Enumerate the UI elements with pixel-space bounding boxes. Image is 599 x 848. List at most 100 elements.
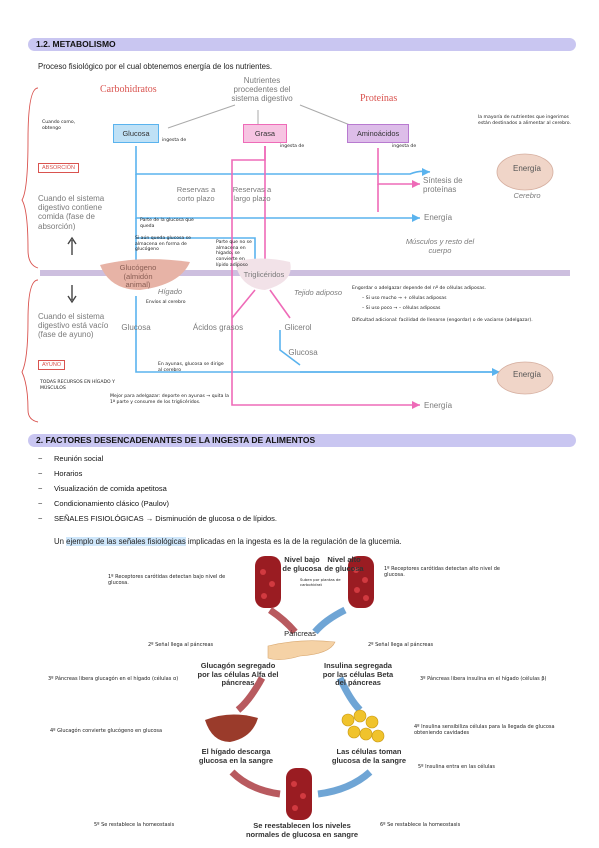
list-item: ~Reunión social [38,454,104,463]
down-arrow [67,285,77,304]
note-todas-recursos: TODAS RECURSOS EN HÍGADO Y MÚSCULOS [40,380,115,391]
brain-illustration-bottom [496,361,554,395]
celulas-toman-label: Las células toman glucosa de la sangre [331,747,407,765]
arrow-low-to-pancreas [268,607,298,635]
glucose-to-energy-line [135,146,431,175]
aminoacidos-box: Aminoácidos [347,124,409,143]
blood-vessel-left [255,556,281,608]
glucose-to-glycogen-line [135,218,256,262]
note-si-uso-poco: – Si uso poco → – células adiposas [362,306,441,311]
note-parte-glucosa: Parte de la glucosa que queda [140,218,194,229]
note-n5-left: 5º Se restablece la homeostasis [94,822,175,828]
list-item: ~SEÑALES FISIOLÓGICAS → Disminución de g… [38,514,278,523]
glucagon-label: Glucagón segregado por las células Alfa … [197,661,279,688]
example-sentence: Un ejemplo de las señales fisiológicas i… [54,537,402,546]
restablecen-label: Se reestablecen los niveles normales de … [245,821,359,839]
energia-top-label: Energía [512,164,542,173]
arrow-glucagon-to-liver [235,676,266,713]
list-item: ~Condicionamiento clásico (Paulov) [38,499,170,508]
energia-brain-bottom: Energía [512,370,542,379]
metabolism-diagram [21,87,570,423]
absorcion-bracket [21,87,39,269]
brain-illustration-top [496,153,554,191]
liver-illustration [100,259,190,290]
energia-mid-label: Energía [424,213,453,222]
note-n2-right: 2º Señal llega al páncreas [368,642,434,648]
note-ayunas: En ayunas, glucosa se dirige al cerebro [158,362,224,373]
cells-illustration [341,709,385,743]
proteinas-label: Proteínas [360,93,398,104]
section-header-metabolismo: 1.2. METABOLISMO [28,38,576,51]
arrow-cells-to-blood [317,769,373,798]
tejido-label: Tejido adiposo [293,288,343,297]
intro-text: Proceso fisiológico por el cual obtenemo… [38,62,273,71]
glucosa-glicerol-label: Glucosa [288,348,318,357]
note-parte-que-no: Parte que no se almacena en hígado, se c… [216,240,252,268]
aminoacid-line [377,148,420,185]
energia-bottom-label: Energía [424,401,453,410]
sintesis-label: Síntesis de proteínas [423,176,463,195]
note-ingesta-1: ingesta de [162,138,187,143]
note-si-aun-queda: Si aún queda glucosa se almacena en form… [135,236,191,253]
acidos-label: Ácidos grasos [192,323,244,332]
nivel-bajo-label: Nivel bajo de glucosa [282,555,322,573]
glucosa-fasting-label: Glucosa [121,323,151,332]
note-dependiendo: Engordar o adelgazar depende del nº de c… [352,286,486,291]
cerebro-label: Cerebro [513,191,541,200]
note-ingesta-2: ingesta de [280,144,305,149]
liver-illustration-2 [205,714,258,742]
nutrients-arrow [167,104,356,129]
note-n2-left: 2º Señal llega al páncreas [148,642,214,648]
ayuno-description: Cuando el sistema digestivo está vacío (… [38,312,109,340]
section-header-factores: 2. FACTORES DESENCADENANTES DE LA INGEST… [28,434,576,447]
nivel-alto-label: Nivel alto de glucosa [324,555,364,573]
reservas-corto-label: Reservas a corto plazo [176,185,216,203]
list-item: ~Visualización de comida apetitosa [38,484,167,493]
glucogeno-label: Glucógeno (almidón animal) [119,263,157,290]
note-ingesta-3: ingesta de [392,144,417,149]
glycerol-to-glucose-line [279,330,301,366]
absorcion-tag: ABSORCIÓN [38,163,80,173]
note-n5-mid: 5º Insulina entra en las células [418,764,495,770]
adipose-illustration [235,258,291,290]
musculos-label: Músculos y resto del cuerpo [405,237,475,255]
note-si-uso-mucho: – Si uso mucho → + células adiposas [362,296,447,301]
note-n4-right: 4º Insulina sensibiliza células para la … [414,724,555,737]
higado-descarga-label: El hígado descarga glucosa en la sangre [198,747,274,765]
note-n4-left: 4º Glucagón convierte glucógeno en gluco… [50,728,163,734]
note-n1-right: 1º Receptores carótidas detectan alto ni… [384,566,500,579]
trig-to-fatty-line [231,289,291,319]
note-n1-left: 1º Receptores carótidas detectan bajo ni… [108,574,226,587]
arrow-liver-to-blood [229,769,281,798]
blood-vessel-right [348,556,374,608]
highlight: ejemplo de las señales fisiológicas [66,537,186,546]
higado-label: Hígado [157,287,183,296]
note-n6-right: 6º Se restablece la homeostasis [380,822,461,828]
up-arrow [67,236,77,255]
nutrients-label: Nutrientes procedentes del sistema diges… [231,76,293,104]
note-n3-right: 3º Páncreas libera insulina en el hígado… [420,676,547,682]
section-title: 1.2. METABOLISMO [36,39,116,49]
section2-title: 2. FACTORES DESENCADENANTES DE LA INGEST… [36,435,316,445]
arrow-high-to-pancreas [312,606,347,635]
glucosa-box: Glucosa [113,124,159,143]
pancreas-illustration [267,640,336,660]
note-cuando-como: Cuando como, obtengo [42,120,76,131]
phase-divider [40,270,570,276]
reservas-largo-label: Reservas a largo plazo [232,185,272,203]
glucemia-diagram [205,556,385,820]
ayuno-bracket [21,279,39,423]
grasa-box: Grasa [243,124,287,143]
ayuno-tag: AYUNO [38,360,66,370]
absorcion-description: Cuando el sistema digestivo contiene com… [38,194,105,231]
note-suben: Suben por plantas de carbohidrat [300,577,341,587]
glicerol-label: Glicerol [284,323,312,332]
blood-vessel-bottom [286,768,312,820]
note-dificultad: Dificultad adicional: facilidad de llena… [352,318,533,323]
list-item: ~Horarios [38,469,83,478]
arrow-insulin-to-cells [336,676,363,713]
note-n3-left: 3º Páncreas libera glucagón en el hígado… [48,676,179,682]
note-envios: Envíos al cerebro [146,300,186,305]
carbohidratos-label: Carbohidratos [100,84,157,95]
pancreas-label: Páncreas [284,629,316,638]
